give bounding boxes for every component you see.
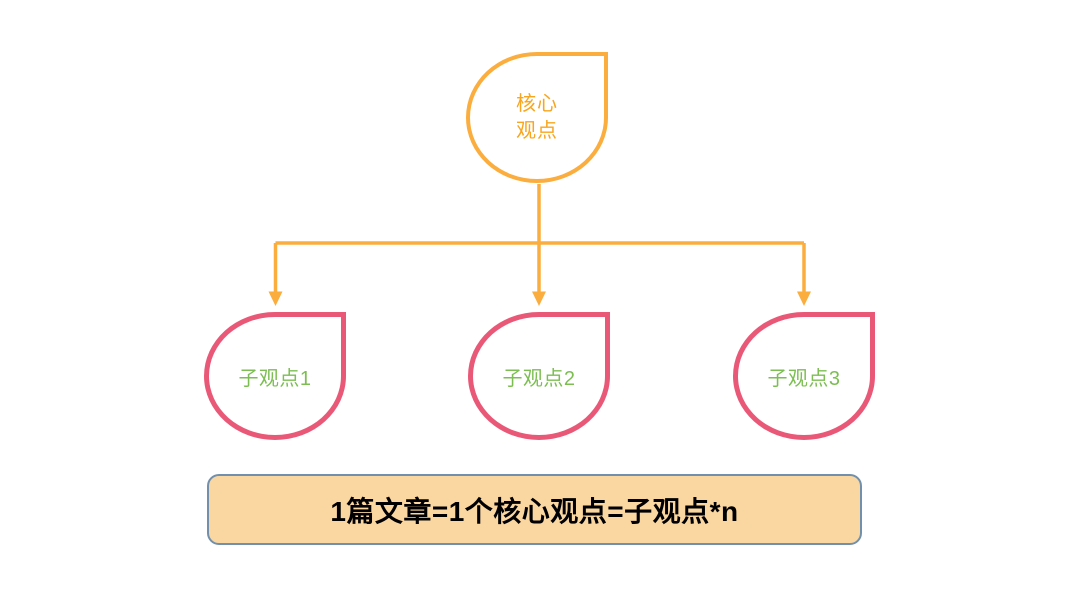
arrowhead-down-icon	[532, 291, 546, 306]
summary-text: 1篇文章=1个核心观点=子观点*n	[330, 495, 739, 527]
child-node-1-label: 子观点1	[238, 367, 312, 390]
child-node-2: 子观点2	[468, 312, 610, 440]
child-node-1: 子观点1	[204, 312, 346, 440]
summary-box: 1篇文章=1个核心观点=子观点*n	[207, 474, 862, 545]
child-node-3: 子观点3	[733, 312, 875, 440]
arrowhead-down-icon	[268, 291, 283, 306]
child-node-2-label: 子观点2	[502, 367, 576, 390]
root-node-label: 核心 观点	[516, 92, 558, 142]
root-node: 核心 观点	[466, 52, 608, 183]
child-node-3-label: 子观点3	[767, 367, 841, 390]
arrowhead-down-icon	[797, 291, 811, 306]
